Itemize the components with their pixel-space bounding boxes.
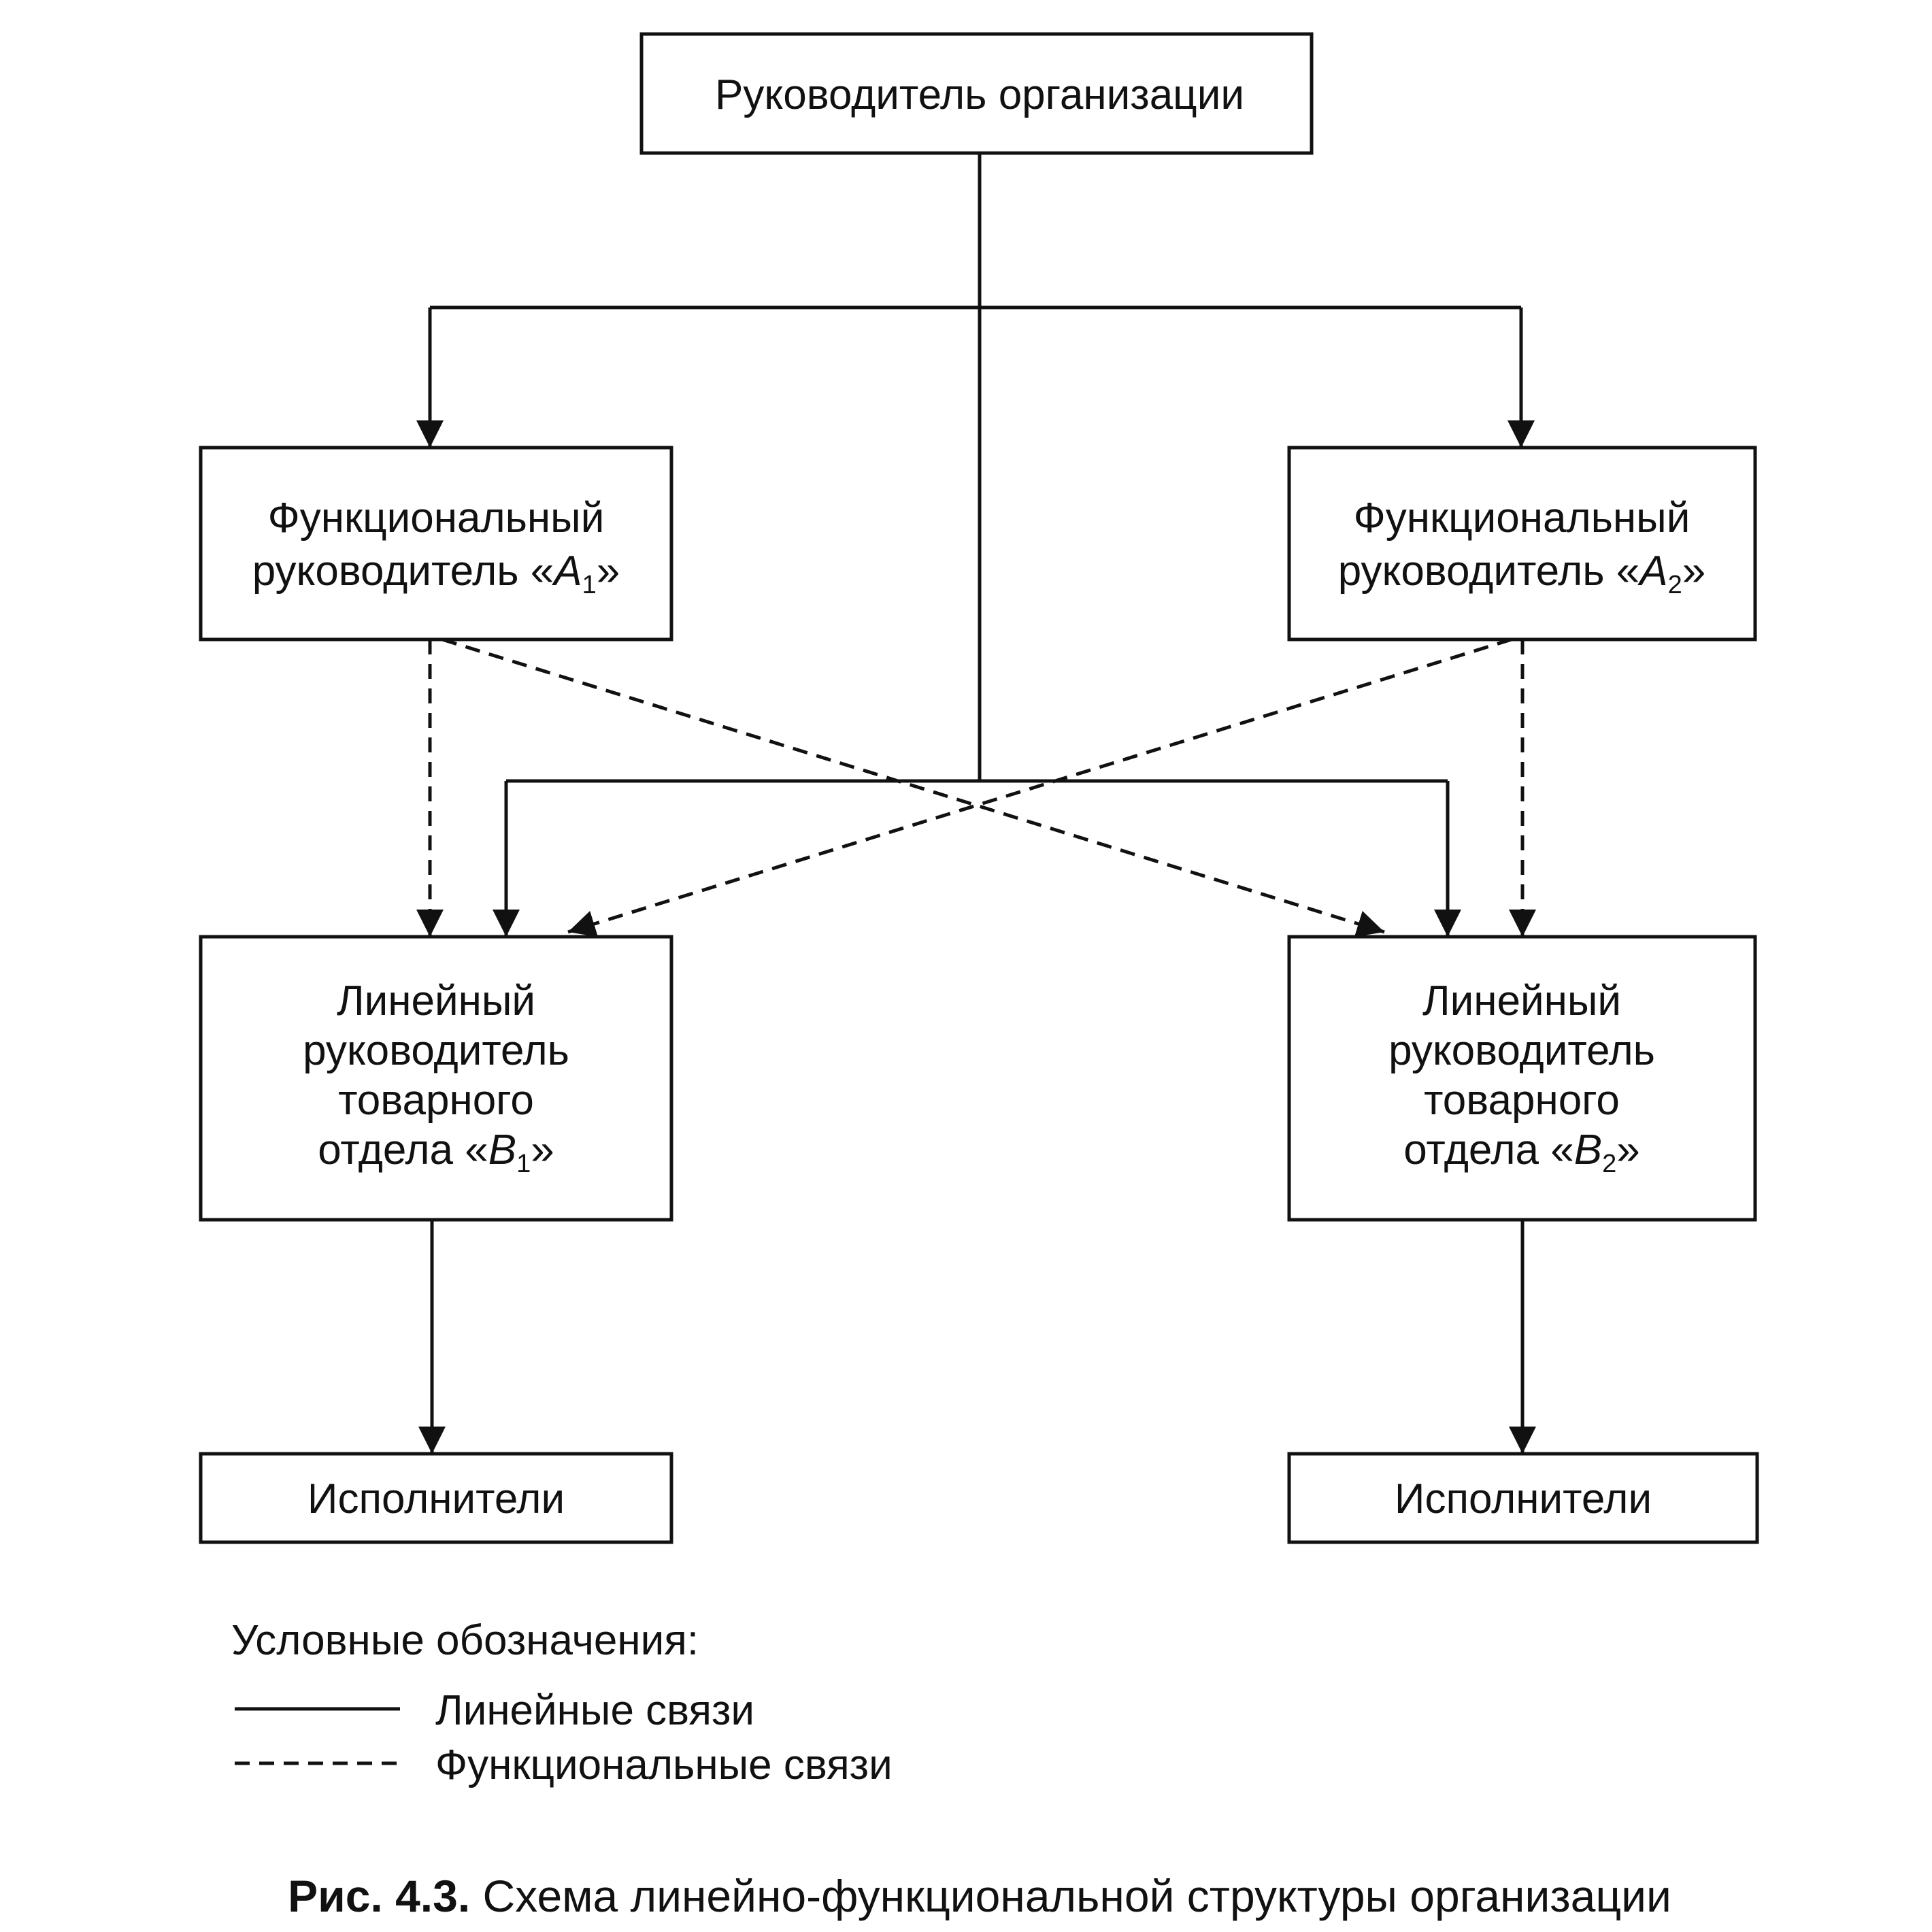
exec-1-box [199,1452,673,1544]
linear-connections [416,153,1536,1454]
caption-number: Рис. 4.3. [288,1871,470,1921]
line-b2-line2: руководитель [1388,1027,1655,1074]
node-func-a1: Функциональный руководитель «A1» [199,446,673,642]
line-b1-line1: Линейный [337,978,535,1025]
exec-1-label: Исполнители [307,1476,565,1522]
line-b2-line1: Линейный [1422,978,1621,1025]
node-exec-1: Исполнители [199,1452,673,1544]
func-a2-box [1287,446,1757,642]
func-a2-line2: руководитель «A2» [1338,548,1706,599]
head-label: Руководитель организации [715,71,1244,118]
caption-text: Рис. 4.3. Схема линейно-функциональной с… [288,1871,1671,1921]
dashed-a1-to-b2 [442,637,1385,937]
node-func-a2: Функциональный руководитель «A2» [1287,446,1757,642]
node-line-b2: Линейный руководитель товарного отдела «… [1287,935,1757,1222]
func-a1-line1: Функциональный [268,495,605,542]
functional-connections [416,637,1536,937]
caption: Рис. 4.3. Схема линейно-функциональной с… [288,1871,1671,1921]
legend: Условные обозначения: Линейные связи Фун… [231,1617,893,1788]
line-b2-line4: отдела «B2» [1403,1127,1639,1178]
node-exec-2: Исполнители [1287,1452,1759,1544]
node-line-b1: Линейный руководитель товарного отдела «… [199,935,673,1222]
line-b1-line4: отдела «B1» [318,1127,554,1178]
func-a2-line1: Функциональный [1354,495,1690,542]
line-b2-line3: товарного [1424,1077,1620,1124]
exec-2-box [1287,1452,1759,1544]
func-a1-box [199,446,673,642]
func-a1-line2: руководитель «A1» [252,548,620,599]
line-b1-box [199,935,673,1222]
line-b2-box [1287,935,1757,1222]
exec-2-label: Исполнители [1395,1476,1652,1522]
dashed-a2-to-b1 [567,637,1512,937]
line-b1-line2: руководитель [303,1027,569,1074]
legend-title: Условные обозначения: [231,1617,699,1664]
caption-body: Схема линейно-функциональной структуры о… [483,1871,1671,1921]
node-head: Руководитель организации [639,32,1314,155]
legend-functional-label: Функциональные связи [435,1742,893,1788]
line-b1-line3: товарного [338,1077,534,1124]
head-box [639,32,1314,155]
legend-linear-label: Линейные связи [435,1687,754,1734]
